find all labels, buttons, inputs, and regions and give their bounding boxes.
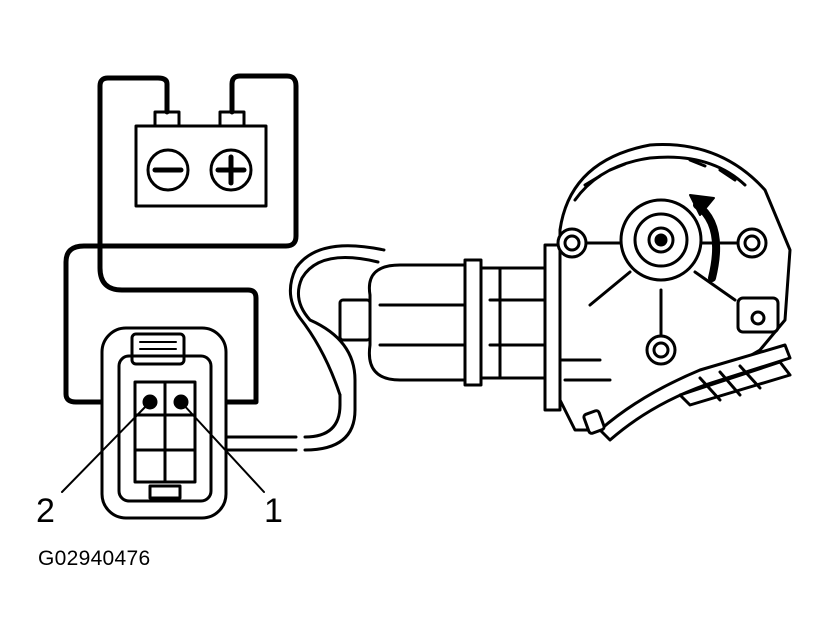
battery-negative-terminal-icon (146, 148, 190, 192)
figure-code: G02940476 (38, 547, 151, 570)
battery-positive-terminal-icon (209, 148, 253, 192)
rotation-arrow-icon (689, 194, 721, 282)
pin-1-leader-line (180, 401, 265, 493)
pin-2-leader-line (61, 401, 151, 493)
battery (134, 110, 268, 208)
pin-2-label: 2 (36, 492, 55, 530)
pin-1-label: 1 (264, 492, 283, 530)
wire-harness (288, 244, 386, 452)
motor-connector (100, 326, 342, 520)
test-leads (63, 73, 299, 405)
wiper-motor (338, 143, 792, 442)
